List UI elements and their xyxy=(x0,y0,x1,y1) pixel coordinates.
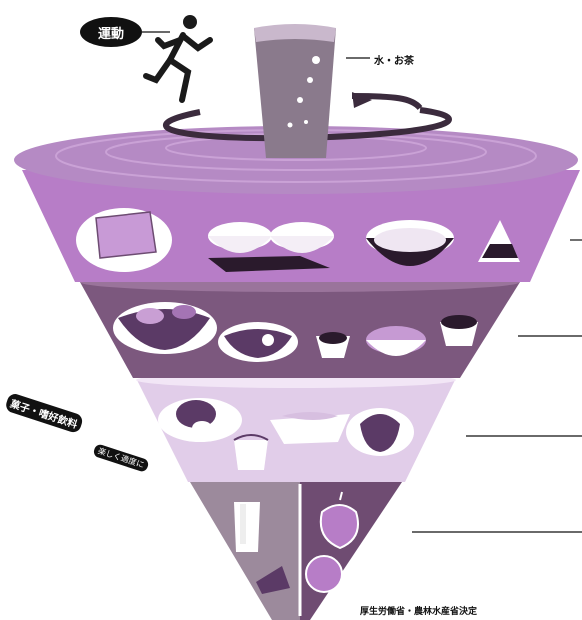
vegetable-bowl-icon xyxy=(113,302,217,354)
runner-icon xyxy=(146,15,210,100)
small-bowl-icon-3 xyxy=(440,315,478,346)
tofu-cup-icon xyxy=(234,435,268,470)
small-bowl-icon-1 xyxy=(316,332,350,358)
ministry-credit: 厚生労働省・農林水産省決定 xyxy=(360,604,477,617)
milk-glass-icon xyxy=(234,502,260,552)
water-glass-icon xyxy=(254,24,336,158)
tier-dairy-fruit xyxy=(190,482,402,620)
meat-dish-icon xyxy=(346,408,414,456)
salad-bowl-icon xyxy=(218,322,298,362)
bread-icon xyxy=(76,208,172,272)
snacks-note-label: 楽しく適度に xyxy=(92,443,149,473)
egg-dish-icon xyxy=(158,398,242,442)
exercise-badge: 運動 xyxy=(80,17,142,47)
grape-fruit-icon xyxy=(306,556,342,592)
water-tea-label: 水・お茶 xyxy=(374,52,414,67)
